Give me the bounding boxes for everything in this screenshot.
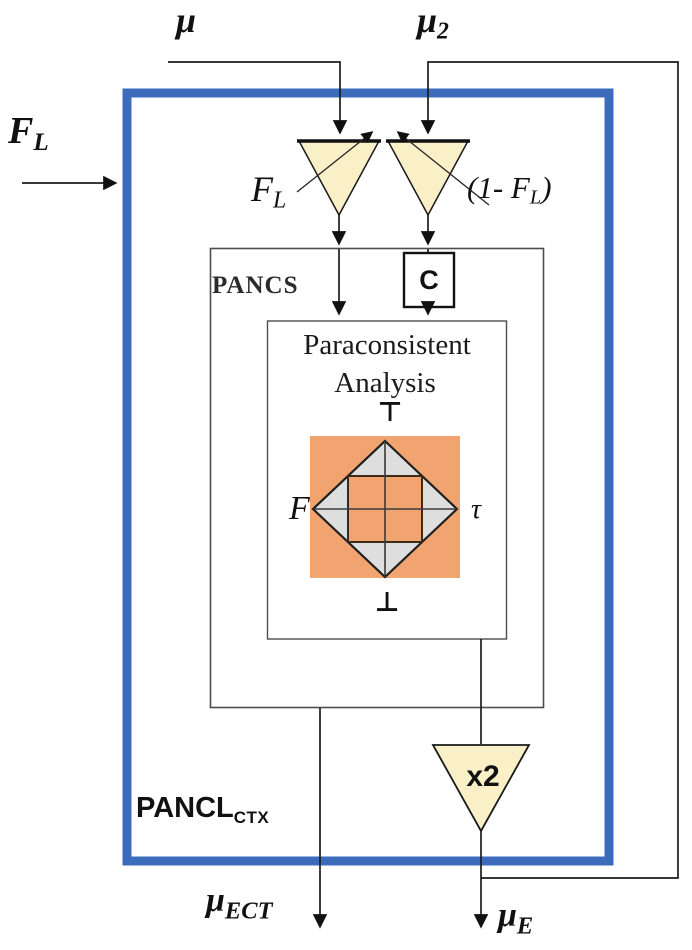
analysis-title-line1: Paraconsistent	[303, 329, 471, 361]
pancl-ctx-frame	[122, 88, 614, 866]
lattice-left-symbol: F	[289, 490, 310, 527]
mu2-base: μ	[417, 0, 438, 40]
fl-gain-sub: L	[273, 187, 287, 214]
mu-input-line	[168, 61, 348, 135]
fl-input-sub: L	[33, 129, 49, 157]
mu-ect-output-label: μECT	[206, 884, 273, 924]
mu-ect-base: μ	[206, 882, 225, 919]
fl-complement-sub: L	[529, 186, 542, 209]
mu-base: μ	[176, 0, 197, 40]
lattice-top-symbol: ⊤	[377, 397, 403, 428]
mu-ect-sub: ECT	[224, 897, 273, 925]
mu-e-base: μ	[498, 897, 517, 934]
mu-input-label: μ	[176, 2, 196, 38]
fl-complement-leader-arrow	[396, 131, 490, 206]
funnel-left-triangle	[297, 140, 381, 217]
pancs-title: PANCS	[212, 272, 299, 299]
c-block-label: C	[419, 265, 439, 295]
fl-gain-base: F	[251, 169, 273, 209]
pancs-box	[209, 247, 545, 709]
fl-gain-leader-arrow	[296, 131, 374, 193]
fl-gain-label: FL	[251, 171, 286, 213]
fl-complement-label: (1- FL)	[467, 172, 552, 208]
analysis-title-line2: Analysis	[334, 367, 436, 399]
mu2-sub: 2	[437, 18, 449, 45]
fl-complement-pre: (1- F	[467, 170, 530, 205]
fl-input-base: F	[8, 110, 34, 152]
fl-input-label: FL	[8, 112, 49, 155]
paraconsistent-lattice	[310, 436, 460, 579]
fl-complement-post: )	[541, 170, 552, 205]
lattice-right-symbol: τ	[471, 494, 482, 525]
pancl-base: PANCL	[136, 792, 234, 824]
pancl-ctx-title: PANCLCTX	[136, 794, 269, 826]
x2-multiplier-label: x2	[466, 760, 500, 793]
mu-e-sub: E	[516, 912, 534, 940]
lattice-cross-lines	[313, 441, 457, 577]
mu2-input-label: μ2	[417, 2, 449, 44]
x2-multiplier-triangle	[431, 744, 531, 833]
lattice-bottom-symbol: ⊥	[374, 587, 400, 618]
mu2-feedback-line	[420, 61, 679, 879]
pancl-sub: CTX	[233, 807, 270, 827]
mu-e-output-label: μE	[498, 899, 533, 939]
